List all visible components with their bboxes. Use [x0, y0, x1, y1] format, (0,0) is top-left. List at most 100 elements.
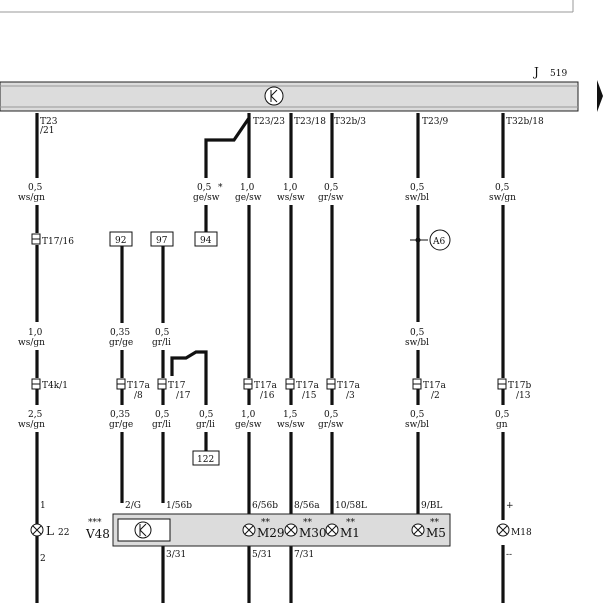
svg-text:0,5: 0,5	[155, 328, 170, 338]
svg-text:1,0: 1,0	[283, 183, 298, 193]
pin-labels: 1 2 2/G 1/56b 3/31 6/56b 5/31 8/56a 7/31…	[40, 501, 514, 564]
svg-text:L: L	[46, 524, 54, 538]
svg-text:ws/gn: ws/gn	[18, 420, 45, 430]
svg-text:ws/gn: ws/gn	[18, 193, 45, 203]
svg-text:9/BL: 9/BL	[421, 501, 442, 511]
svg-text:6/56b: 6/56b	[252, 501, 278, 511]
svg-text:0,5: 0,5	[495, 183, 510, 193]
svg-text:0,5: 0,5	[410, 328, 425, 338]
svg-text:5/31: 5/31	[252, 550, 272, 560]
svg-text:M30: M30	[299, 526, 327, 540]
svg-text:T23/23: T23/23	[253, 117, 285, 127]
connector-t17-16: T17/16	[42, 237, 74, 247]
svg-text:0,35: 0,35	[110, 410, 130, 420]
wire-labels-mid: 1,0 ws/gn 0,35 gr/ge 0,5 gr/li 0,5 sw/bl	[18, 328, 429, 348]
wire-labels-top: 0,5 ws/gn 0,5 ge/sw * 1,0 ge/sw 1,0 ws/s…	[18, 183, 516, 203]
continuation-arrow-icon	[597, 80, 603, 112]
svg-text:ws/sw: ws/sw	[277, 193, 305, 203]
svg-text:1,5: 1,5	[283, 410, 298, 420]
wire-labels-low: 2,5 ws/gn 0,35 gr/ge 0,5 gr/li 0,5 gr/li…	[18, 410, 510, 430]
svg-text:/21: /21	[40, 126, 54, 136]
svg-text:/8: /8	[134, 391, 143, 401]
svg-text:8/56a: 8/56a	[294, 501, 320, 511]
svg-text:gr/li: gr/li	[152, 338, 171, 348]
svg-text:T17b: T17b	[508, 381, 531, 391]
module-sub: 519	[550, 69, 567, 79]
svg-text:T23/9: T23/9	[422, 117, 448, 127]
svg-text:gr/sw: gr/sw	[318, 193, 344, 203]
svg-text:T17: T17	[168, 381, 186, 391]
svg-text:ge/sw: ge/sw	[235, 193, 262, 203]
svg-text:122: 122	[197, 455, 214, 465]
svg-text:2/G: 2/G	[125, 501, 141, 511]
svg-text:sw/bl: sw/bl	[405, 338, 429, 348]
svg-text:**: **	[303, 518, 313, 528]
svg-text:/2: /2	[431, 391, 440, 401]
svg-text:*: *	[218, 183, 223, 193]
svg-text:0,5: 0,5	[410, 183, 425, 193]
svg-text:sw/bl: sw/bl	[405, 420, 429, 430]
svg-text:V48: V48	[85, 527, 110, 541]
svg-text:0,5: 0,5	[199, 410, 214, 420]
svg-text:0,5: 0,5	[155, 410, 170, 420]
svg-text:1,0: 1,0	[240, 183, 255, 193]
svg-text:94: 94	[200, 236, 212, 246]
module-bar	[0, 81, 579, 112]
svg-text:1,0: 1,0	[241, 410, 256, 420]
svg-text:T17a: T17a	[127, 381, 150, 391]
svg-text:M18: M18	[511, 528, 532, 538]
svg-text:/17: /17	[176, 391, 191, 401]
mid-connectors: T4k/1 T17a /8 T17 /17 T17a /16 T17a /15 …	[31, 378, 531, 401]
svg-text:/16: /16	[260, 391, 275, 401]
svg-text:0,5: 0,5	[28, 183, 43, 193]
svg-text:M5: M5	[426, 526, 446, 540]
svg-text:1,0: 1,0	[28, 328, 43, 338]
svg-text:7/31: 7/31	[294, 550, 314, 560]
svg-text:**: **	[346, 518, 356, 528]
svg-text:T4k/1: T4k/1	[42, 381, 68, 391]
svg-text:97: 97	[156, 236, 168, 246]
svg-text:/3: /3	[346, 391, 355, 401]
bus-connectors: T23 /21 T23/23 T23/18 T32b/3 T23/9 T32b/…	[40, 117, 544, 136]
electronic-symbol-icon	[134, 521, 152, 539]
svg-text:sw/bl: sw/bl	[405, 193, 429, 203]
module-name: J	[532, 65, 539, 79]
svg-text:ws/gn: ws/gn	[18, 338, 45, 348]
svg-text:gr/li: gr/li	[152, 420, 171, 430]
wires	[35, 113, 505, 603]
svg-text:T23: T23	[40, 117, 58, 127]
svg-text:10/58L: 10/58L	[335, 501, 367, 511]
svg-text:T17a: T17a	[254, 381, 277, 391]
electronic-symbol-icon	[264, 86, 284, 106]
svg-text:/15: /15	[302, 391, 317, 401]
svg-text:***: ***	[88, 518, 102, 528]
svg-text:M29: M29	[257, 526, 285, 540]
svg-text:/13: /13	[516, 391, 531, 401]
svg-text:T17a: T17a	[296, 381, 319, 391]
svg-text:1/56b: 1/56b	[166, 501, 192, 511]
svg-text:ws/sw: ws/sw	[277, 420, 305, 430]
svg-text:0,5: 0,5	[410, 410, 425, 420]
svg-text:0,5: 0,5	[324, 410, 339, 420]
a6-ground-point	[429, 229, 451, 251]
svg-text:3/31: 3/31	[166, 550, 186, 560]
svg-text:1: 1	[40, 501, 46, 511]
svg-text:**: **	[261, 518, 271, 528]
svg-text:2: 2	[40, 554, 46, 564]
reference-boxes: 92 97 94 122	[109, 231, 220, 466]
lamps: L 22 *** V48 ** M29 ** M30 ** M1 ** M5 M…	[30, 503, 532, 563]
svg-text:M1: M1	[340, 526, 360, 540]
svg-text:gr/ge: gr/ge	[109, 420, 133, 430]
svg-text:2,5: 2,5	[28, 410, 43, 420]
svg-text:T23/18: T23/18	[294, 117, 326, 127]
svg-text:0,5: 0,5	[495, 410, 510, 420]
svg-text:gr/li: gr/li	[196, 420, 215, 430]
svg-text:ge/sw: ge/sw	[193, 193, 220, 203]
svg-text:gn: gn	[496, 420, 508, 430]
svg-text:T17a: T17a	[423, 381, 446, 391]
svg-text:ge/sw: ge/sw	[235, 420, 262, 430]
svg-text:T17a: T17a	[337, 381, 360, 391]
a6-label: A6	[432, 237, 445, 247]
svg-text:T32b/3: T32b/3	[334, 117, 366, 127]
